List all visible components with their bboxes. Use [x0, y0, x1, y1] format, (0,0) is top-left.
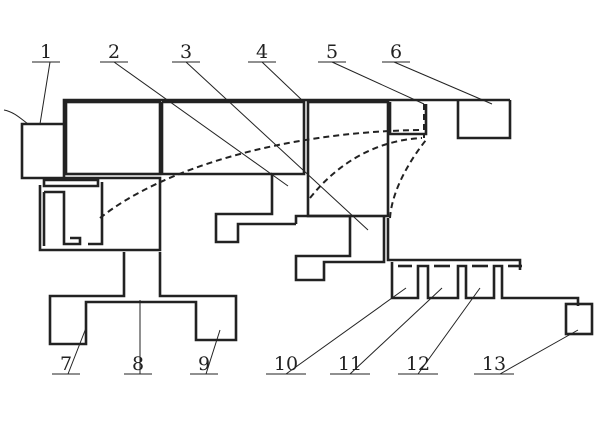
component-2-chamber-middle [160, 100, 306, 244]
label-8: 8 [132, 353, 144, 375]
label-7: 7 [60, 353, 72, 375]
component-5-connector [388, 102, 428, 136]
leader-lines [32, 61, 579, 375]
component-3-branch [294, 214, 386, 282]
component-13-box [564, 302, 594, 336]
inner-left-channel [42, 178, 104, 246]
label-9: 9 [198, 353, 210, 375]
component-1-inlet-box [3, 109, 66, 180]
label-2: 2 [108, 41, 120, 63]
component-4-chamber-right [306, 100, 390, 218]
label-11: 11 [338, 353, 362, 375]
label-10: 10 [274, 353, 298, 375]
label-5: 5 [326, 41, 338, 63]
dashed-flow-lines [99, 104, 427, 219]
label-6: 6 [390, 41, 402, 63]
label-12: 12 [406, 353, 430, 375]
label-13: 13 [482, 353, 506, 375]
component-8-stem [48, 252, 238, 346]
component-6-box [456, 100, 512, 140]
label-3: 3 [180, 41, 192, 63]
main-frame [38, 98, 510, 252]
component-2-chamber-left [64, 100, 162, 176]
component-10-13-manifold [386, 218, 580, 306]
label-4: 4 [256, 41, 268, 63]
label-1: 1 [40, 41, 52, 63]
